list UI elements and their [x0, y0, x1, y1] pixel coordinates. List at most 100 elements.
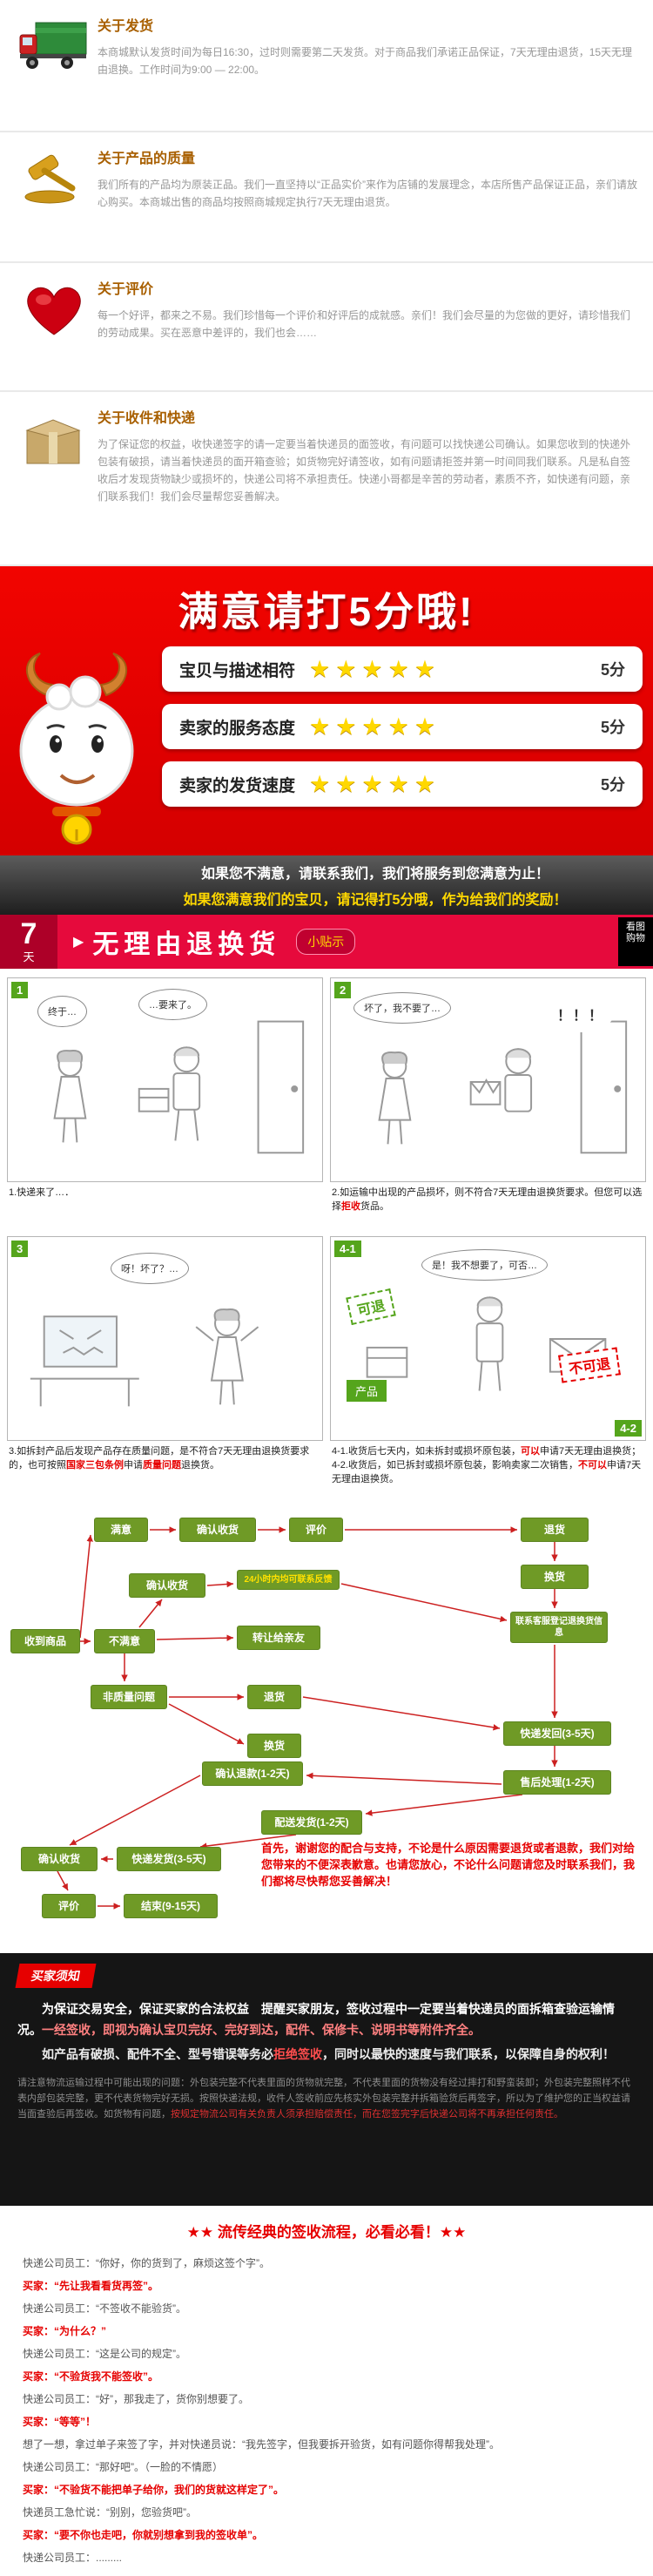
flow-node: 联系客服登记退换货信息 — [510, 1612, 608, 1643]
package-icon — [10, 406, 98, 556]
buyer-notice: 买家须知 为保证交易安全，保证买家的合法权益 提醒买家朋友，签收过程中一定要当着… — [0, 1953, 653, 2206]
rating-row: 卖家的发货速度 ★★★★★ 5分 — [162, 761, 643, 807]
rating-banner: 满意请打5分哦! 宝贝与描述相符 ★★★★★ 5分 — [0, 566, 653, 855]
dialogue-line: 快递公司员工：“那好吧”。（一脸的不情愿） — [23, 2461, 223, 2473]
dialogue-line: 快递员工急忙说：“别别，您验货吧”。 — [23, 2506, 197, 2519]
comic-panel-3: 3 呀！坏了？… — [7, 1236, 323, 1441]
speech-bubble: …要来了。 — [138, 989, 207, 1020]
flow-node: 快递发回(3-5天) — [503, 1721, 611, 1746]
section-title: 关于发货 — [98, 19, 154, 34]
dialogue-line: 买家：“不验货我不能签收”。 — [23, 2370, 159, 2383]
goat-mascot — [19, 652, 134, 845]
flow-note: 首先，谢谢您的配合与支持，不论是什么原因需要退货或者退款，我们对给您带来的不便深… — [261, 1842, 636, 1888]
dialogue-line: 买家：“为什么？” — [23, 2325, 107, 2337]
star-icons: ★★★★★ — [309, 713, 441, 740]
info-section-shipping: 关于发货 本商城默认发货时间为每日16:30，过时则需要第二天发货。对于商品我们… — [0, 0, 653, 132]
rating-score: 5分 — [600, 776, 625, 794]
seller-info-list: 关于发货 本商城默认发货时间为每日16:30，过时则需要第二天发货。对于商品我们… — [0, 0, 653, 566]
flow-node: 确认退款(1-2天) — [202, 1761, 303, 1786]
dialogue-line: 买家：“等等”！ — [23, 2416, 97, 2428]
exclamation-text: ！！！ — [547, 996, 614, 1032]
comic-cell-3: 3 呀！坏了？… — [7, 1236, 323, 1491]
dialogue-line: 快递公司员工：“这是公司的规定”。 — [23, 2348, 186, 2360]
return-banner: 7 天 ▶ 无理由退换货 小贴示 看图购物 — [0, 915, 653, 969]
section-title: 关于收件和快递 — [98, 411, 196, 426]
flow-node: 评价 — [42, 1894, 96, 1918]
comic-panel-2: 2 坏了，我不要了… ！！！ — [330, 977, 646, 1182]
speech-bubble: 呀！坏了？… — [111, 1253, 189, 1284]
play-arrow-icon: ▶ — [73, 935, 84, 950]
rating-row: 卖家的服务态度 ★★★★★ 5分 — [162, 704, 643, 749]
day-box: 7 天 — [0, 915, 57, 969]
dialogue-line: 买家：“不验货不能把单子给你，我们的货就这样定了”。 — [23, 2484, 285, 2496]
info-section-delivery: 关于收件和快递 为了保证您的权益，收快递签字的请一定要当着快递员的面签收，有问题… — [0, 392, 653, 566]
rating-rows: 宝贝与描述相符 ★★★★★ 5分 卖家的服务态度 ★★★★★ 5分 卖家的发货速… — [162, 646, 643, 819]
flow-node: 评价 — [289, 1518, 343, 1542]
sign-flow-section: ★★ 流传经典的签收流程，必看必看！★★ 快递公司员工：“你好，你的货到了，麻烦… — [0, 2206, 653, 2576]
truck-icon — [10, 14, 98, 122]
flow-node: 确认收货 — [179, 1518, 256, 1542]
flow-node: 收到商品 — [10, 1629, 80, 1653]
dialogue-line: 想了一想，拿过单子来签了字，并对快递员说：“我先签字，但我要拆开验货，如有问题你… — [23, 2438, 500, 2451]
flow-node: 非质量问题 — [91, 1685, 167, 1709]
rating-score: 5分 — [600, 661, 625, 679]
comic-scene — [53, 1020, 305, 1154]
panel-number: 1 — [11, 982, 29, 998]
comic-panel-1: 1 终于… …要来了。 — [7, 977, 323, 1182]
notice-paragraph-1: 为保证交易安全，保证买家的合法权益 提醒买家朋友，签收过程中一定要当着快递员的面… — [17, 2002, 615, 2037]
product-tag: 产品 — [347, 1380, 387, 1402]
comic-cell-2: 2 坏了，我不要了… ！！！ — [330, 977, 646, 1231]
rating-label: 卖家的服务态度 — [179, 719, 296, 738]
rating-score: 5分 — [600, 719, 625, 736]
section-body: 本商城默认发货时间为每日16:30，过时则需要第二天发货。对于商品我们承诺正品保… — [98, 46, 633, 76]
info-section-review: 关于评价 每一个好评，都来之不易。我们珍惜每一个评价和好评后的成就感。亲们！我们… — [0, 263, 653, 392]
buyer-notice-badge: 买家须知 — [15, 1964, 97, 1988]
rating-row: 宝贝与描述相符 ★★★★★ 5分 — [162, 646, 643, 692]
comic-caption: 2.如运输中出现的产品损坏，则不符合7天无理由退换货要求。但您可以选择拒收货品。 — [332, 1187, 643, 1212]
rating-label: 宝贝与描述相符 — [179, 661, 296, 680]
flow-node: 结束(9-15天) — [124, 1894, 218, 1918]
dialogue-line: 快递公司员工：“好”，那我走了，货你别想要了。 — [23, 2393, 249, 2405]
dialogue-line: 快递公司员工：......... — [23, 2552, 123, 2564]
dialogue-line: 快递公司员工：“不签收不能验货”。 — [23, 2302, 186, 2315]
notice-paragraph-2: 如产品有破损、配件不全、型号错误等务必拒绝签收，同时以最快的速度与我们联系，以保… — [17, 2047, 615, 2061]
panel-number-2: 4-2 — [615, 1420, 642, 1437]
flow-node: 24小时内均可联系反馈 — [237, 1570, 340, 1590]
flow-node: 确认收货 — [21, 1847, 98, 1871]
comic-grid: 1 终于… …要来了。 — [0, 969, 653, 1500]
flow-node: 转让给亲友 — [237, 1626, 320, 1650]
speech-bubble: 终于… — [37, 996, 87, 1027]
panel-number: 3 — [11, 1241, 29, 1257]
tip-badge: 小贴示 — [296, 929, 356, 955]
comic-caption: 3.如拆封产品后发现产品存在质量问题，是不符合7天无理由退换货要求的，也可按照国… — [9, 1446, 310, 1471]
panel-number: 4-1 — [334, 1241, 361, 1257]
speech-bubble: 坏了，我不要了… — [353, 992, 451, 1024]
flow-node: 配送发货(1-2天) — [261, 1810, 362, 1835]
rating-banner-title: 满意请打5分哦! — [178, 589, 475, 634]
speech-bubble: 是！我不想要了，可否… — [421, 1249, 548, 1281]
rating-label: 卖家的发货速度 — [179, 776, 296, 795]
section-title: 关于产品的质量 — [98, 152, 196, 166]
corner-box: 看图购物 — [618, 917, 653, 966]
panel-number: 2 — [334, 982, 352, 998]
flow-node: 满意 — [94, 1518, 148, 1542]
dialogue-line: 快递公司员工：“你好，你的货到了，麻烦这签个字”。 — [23, 2257, 270, 2269]
section-body: 为了保证您的权益，收快递签字的请一定要当着快递员的面签收，有问题可以找快递公司确… — [98, 438, 631, 503]
heart-icon — [10, 277, 98, 382]
flow-node: 换货 — [521, 1565, 589, 1589]
gavel-icon — [10, 146, 98, 253]
flow-node: 快递发货(3-5天) — [117, 1847, 221, 1871]
promise-line-1: 如果您不满意，请联系我们，我们将服务到您满意为止！ — [200, 867, 549, 882]
promise-strip: 如果您不满意，请联系我们，我们将服务到您满意为止！ 如果您满意我们的宝贝，请记得… — [0, 855, 653, 915]
flow-node: 售后处理(1-2天) — [503, 1770, 611, 1795]
notice-paragraph-3: 请注意物流运输过程中可能出现的问题：外包装完整不代表里面的货物就完整，不代表里面… — [17, 2078, 630, 2120]
comic-scene — [30, 1308, 259, 1407]
star-icons: ★★★★★ — [309, 655, 441, 682]
flow-node: 换货 — [247, 1734, 301, 1758]
flow-node: 确认收货 — [129, 1573, 205, 1598]
return-flowchart: 收到商品 满意 确认收货 评价 确认收货 24小时内均可联系反馈 不满意 转让给… — [0, 1500, 653, 1953]
dialogue-line: 买家：“要不你也走吧，你就别想拿到我的签收单”。 — [23, 2529, 264, 2541]
flow-node: 退货 — [247, 1685, 301, 1709]
comic-caption: 1.快递来了…． — [9, 1187, 75, 1198]
